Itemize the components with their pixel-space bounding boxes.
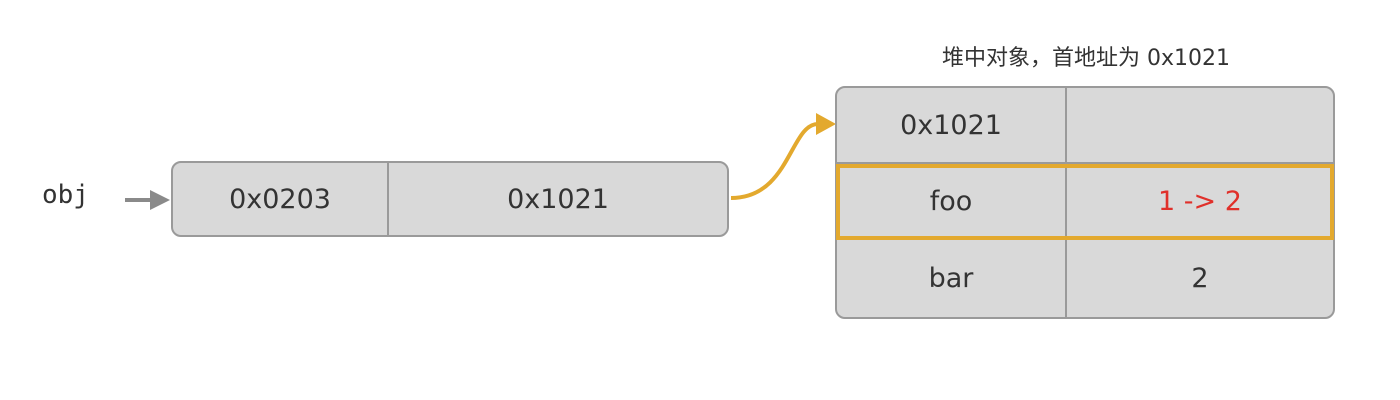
stack-memory-box: 0x0203 0x1021 (171, 161, 729, 237)
stack-address-cell: 0x0203 (173, 163, 389, 235)
heap-empty-cell (1067, 88, 1333, 162)
variable-arrow (125, 190, 170, 210)
heap-key-bar: bar (837, 240, 1067, 317)
heap-key-foo: foo (837, 164, 1067, 238)
heap-value-foo: 1 -> 2 (1158, 185, 1242, 217)
stack-value-cell: 0x1021 (507, 183, 609, 215)
pointer-arrow (730, 113, 836, 200)
heap-row-header: 0x1021 (837, 88, 1333, 164)
heap-row-bar: bar 2 (837, 240, 1333, 317)
heap-value-bar: 2 (1191, 263, 1209, 294)
heap-row-foo: foo 1 -> 2 (837, 164, 1333, 240)
heap-object-table: 0x1021 foo 1 -> 2 bar 2 (835, 86, 1335, 319)
variable-name-obj: obj (42, 180, 89, 210)
heap-title: 堆中对象，首地址为 0x1021 (942, 46, 1230, 71)
heap-address-cell: 0x1021 (837, 88, 1067, 162)
